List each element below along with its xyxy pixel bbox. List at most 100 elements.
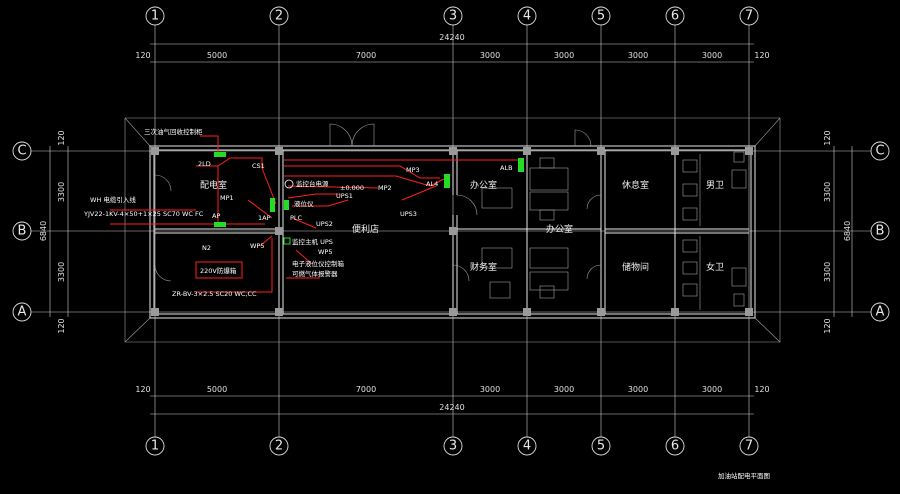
dim-total-top: 24240 [439,33,464,42]
bottom-dimensions: 120 5000 7000 3000 3000 3000 3000 120 24… [135,385,770,415]
svg-text:AP: AP [212,212,220,220]
svg-text:120: 120 [823,318,832,333]
room-distribution: 配电室 [200,179,227,191]
svg-text:B: B [876,224,885,239]
svg-text:5000: 5000 [207,385,227,394]
axis-bubble-top-4: 4 [517,6,537,26]
svg-text:120: 120 [823,130,832,145]
svg-text:120: 120 [135,51,150,60]
toilet-fixtures [682,151,747,310]
svg-text:3: 3 [449,439,457,454]
room-convenience-store: 便利店 [352,223,379,235]
svg-text:C: C [875,144,884,159]
svg-text:3000: 3000 [702,51,722,60]
axis-bubble-top-1: 1 [145,6,165,26]
svg-text:电子液位仪控制箱: 电子液位仪控制箱 [292,259,345,268]
svg-text:AL4: AL4 [426,180,438,188]
svg-text:6: 6 [671,9,679,24]
panel-alb [518,158,524,172]
furniture [481,157,569,299]
svg-text:3: 3 [449,9,457,24]
axis-bubble-right-c: C [870,141,890,161]
room-male-wc: 男卫 [706,180,724,191]
svg-text:WH 电缆引入线: WH 电缆引入线 [90,195,136,204]
panel-ap [214,222,226,227]
svg-text:120: 120 [57,130,66,145]
dim-total-bottom: 24240 [439,403,464,412]
svg-text:1: 1 [151,9,159,24]
svg-text:CS1: CS1 [252,162,265,170]
axis-bubble-bottom-1: 1 [145,436,165,456]
svg-text:3000: 3000 [480,51,500,60]
svg-text:6: 6 [671,439,679,454]
axis-bubble-right-a: A [870,302,890,322]
svg-text:4: 4 [523,439,531,454]
svg-text:1: 1 [151,439,159,454]
panel-al4 [444,174,450,188]
outlet-icon [284,179,294,189]
svg-text:三次油气回收控制柜: 三次油气回收控制柜 [144,127,203,136]
panel-1ap [270,198,275,212]
svg-text:120: 120 [135,385,150,394]
svg-text:220V防爆箱: 220V防爆箱 [200,266,237,275]
svg-text:1AP: 1AP [258,214,271,222]
axis-bubble-left-a: A [12,302,32,322]
svg-text:A: A [18,305,27,320]
svg-text:3000: 3000 [554,385,574,394]
svg-text:2: 2 [275,439,283,454]
axis-bubble-bottom-6: 6 [665,436,685,456]
axis-bubble-bottom-7: 7 [739,436,759,456]
panel-gas [214,152,226,157]
svg-text:2LD: 2LD [198,160,211,168]
axis-bubble-right-b: B [870,221,890,241]
panel-monitor [284,200,289,210]
svg-text:MP1: MP1 [220,194,234,202]
room-labels: 配电室 便利店 办公室 办公室 财务室 休息室 储物间 男卫 女卫 [200,179,724,273]
axis-bubble-left-c: C [12,141,32,161]
axis-bubble-bottom-2: 2 [269,436,289,456]
axis-bubble-top-6: 6 [665,6,685,26]
svg-text:120: 120 [754,385,769,394]
axis-bubble-left-b: B [12,221,32,241]
svg-text:MP3: MP3 [406,166,420,174]
svg-text:ALB: ALB [500,164,513,172]
svg-text:WP5: WP5 [318,248,332,256]
svg-text:A: A [876,305,885,320]
svg-text:3300: 3300 [823,182,832,202]
top-axis-bubbles: 1 2 3 4 5 6 7 [145,6,759,26]
doors [154,123,602,282]
axis-bubble-top-7: 7 [739,6,759,26]
axis-bubble-top-3: 3 [443,6,463,26]
svg-text:PLC: PLC [290,214,303,222]
left-dimensions: 120 3300 6840 3300 120 [39,130,69,334]
svg-text:3000: 3000 [554,51,574,60]
svg-text:7000: 7000 [356,51,376,60]
svg-text:5: 5 [597,9,605,24]
svg-text:2: 2 [275,9,283,24]
drawing-title: 加油站配电平面图 [718,471,770,480]
svg-text:5000: 5000 [207,51,227,60]
svg-text:监控主机 UPS: 监控主机 UPS [292,237,333,246]
svg-text:3000: 3000 [702,385,722,394]
svg-text:3000: 3000 [480,385,500,394]
svg-text:3300: 3300 [823,262,832,282]
svg-text:7: 7 [745,9,753,24]
room-office-mid: 办公室 [546,223,573,235]
svg-text:7000: 7000 [356,385,376,394]
building-walls [149,145,756,319]
svg-text:±0.000: ±0.000 [340,184,364,192]
svg-text:7: 7 [745,439,753,454]
panel-ups [283,237,291,245]
svg-text:3300: 3300 [57,182,66,202]
svg-text:C: C [17,144,26,159]
bottom-axis-bubbles: 1 2 3 4 5 6 7 [145,436,759,456]
svg-text:WP5: WP5 [250,242,264,250]
side-axis-bubbles: C B A C B A [12,141,890,322]
electrical-wiring [110,135,520,293]
svg-text:3300: 3300 [57,262,66,282]
svg-text:4: 4 [523,9,531,24]
electrical-labels: 三次油气回收控制柜 2LD CS1 MP1 MP3 MP2 UPS3 UPS1 … [83,127,513,298]
svg-text:UPS2: UPS2 [316,220,333,228]
top-dimensions: 24240 120 5000 7000 3000 3000 3000 3000 … [135,33,770,63]
svg-text:UPS1: UPS1 [336,192,353,200]
